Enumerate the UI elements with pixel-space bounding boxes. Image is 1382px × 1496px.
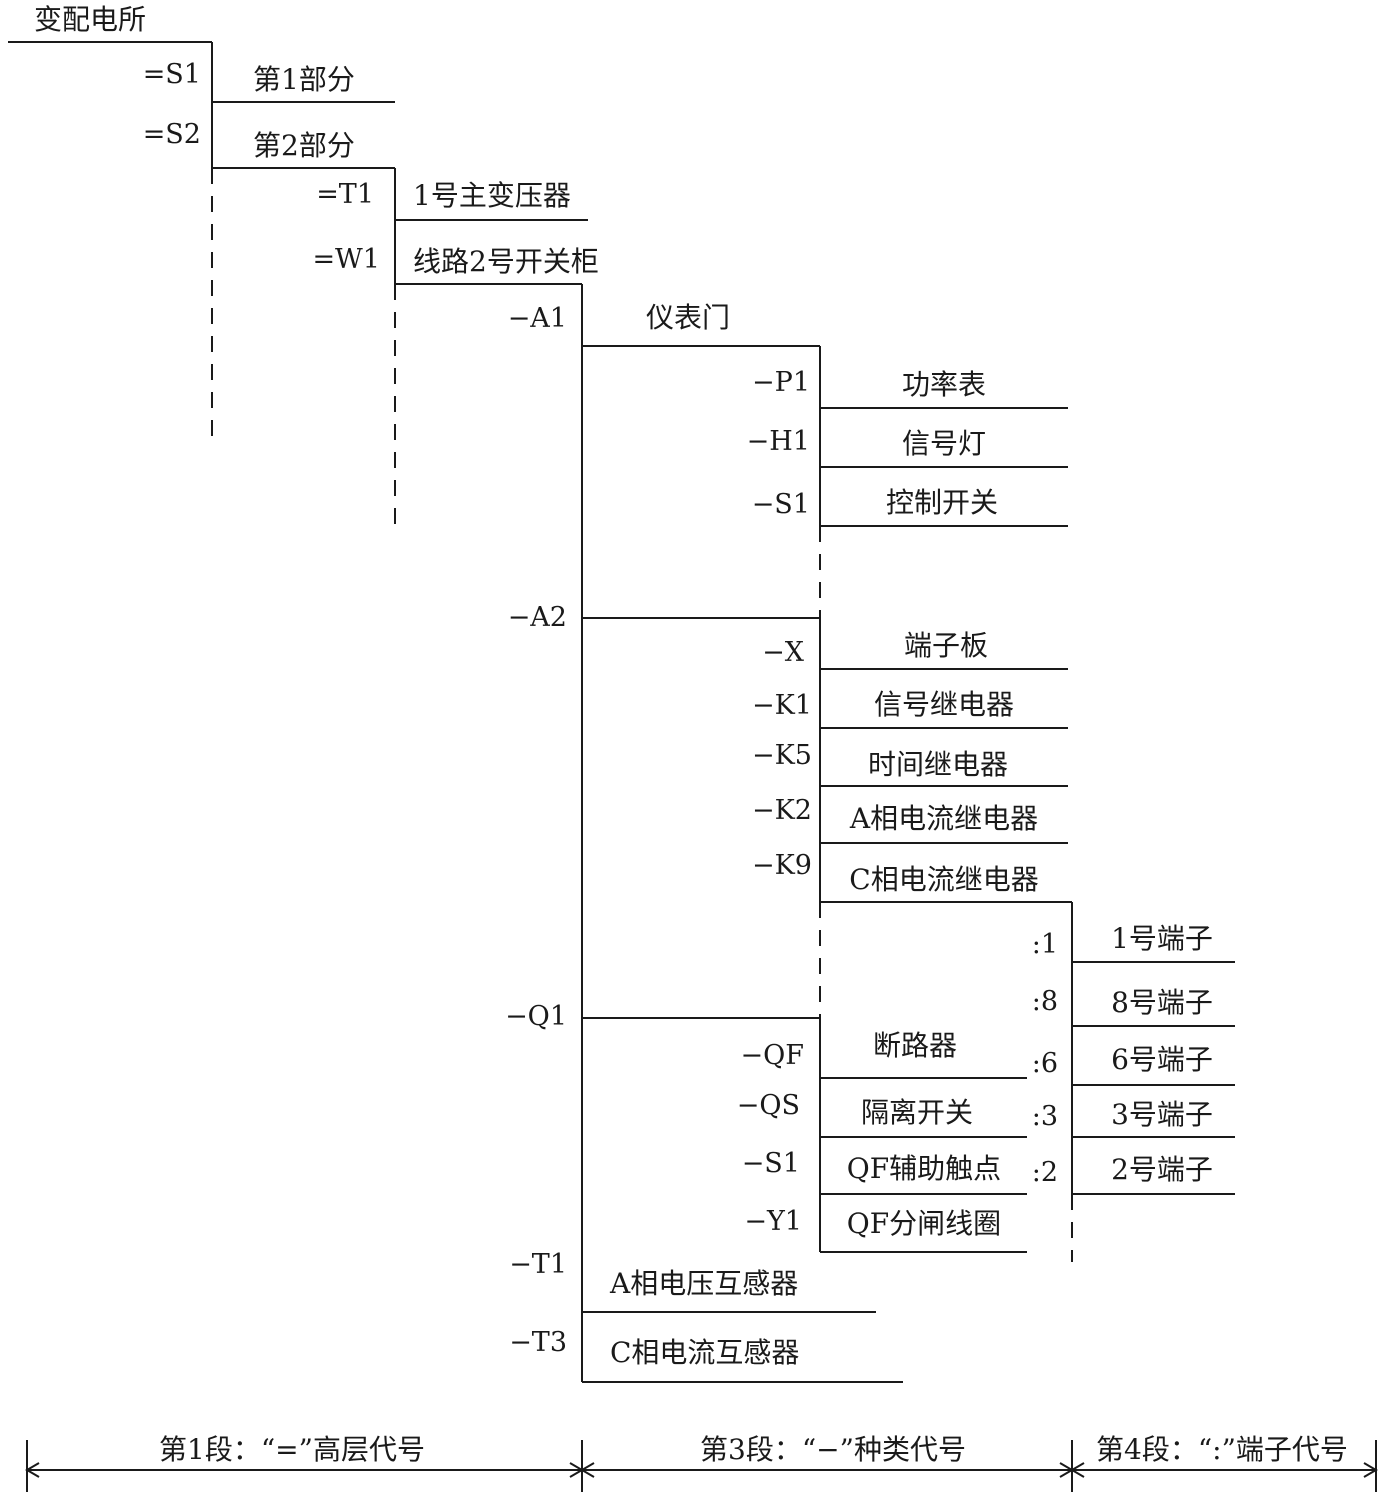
label-qf-aux-contact: QF辅助触点 xyxy=(847,1152,1001,1185)
label-terminal-8: 8号端子 xyxy=(1111,986,1213,1019)
level2-group: =T1 1号主变压器 =W1 线路2号开关柜 xyxy=(312,179,598,278)
code-t3: −T3 xyxy=(509,1327,567,1358)
code-p1: −P1 xyxy=(752,367,810,398)
label-signal-relay: 信号继电器 xyxy=(874,688,1014,721)
code-k1: −K1 xyxy=(752,690,812,721)
code-term1: :1 xyxy=(1032,929,1058,960)
code-k9: −K9 xyxy=(752,850,812,881)
label-terminal-1: 1号端子 xyxy=(1111,922,1213,955)
a1-children: −P1 功率表 −H1 信号灯 −S1 控制开关 xyxy=(747,367,998,520)
connector-lines xyxy=(8,41,1235,1383)
label-terminal-6: 6号端子 xyxy=(1111,1043,1213,1076)
label-signal-lamp: 信号灯 xyxy=(902,427,986,460)
code-s1-control: −S1 xyxy=(752,489,810,520)
code-term8: :8 xyxy=(1032,986,1058,1017)
code-s1-aux: −S1 xyxy=(742,1148,800,1179)
code-term6: :6 xyxy=(1032,1048,1058,1079)
code-s2: =S2 xyxy=(143,119,201,150)
label-main-transformer: 1号主变压器 xyxy=(413,179,571,212)
code-term2: :2 xyxy=(1032,1157,1058,1188)
label-disconnector: 隔离开关 xyxy=(861,1096,973,1129)
arrow-left-seg1 xyxy=(25,1462,40,1478)
segment-1-label: 第1段：“=”高层代号 xyxy=(159,1433,425,1466)
label-circuit-breaker: 断路器 xyxy=(873,1029,957,1062)
label-part2: 第2部分 xyxy=(253,129,355,162)
label-a-current-relay: A相电流继电器 xyxy=(849,802,1038,835)
code-k5: −K5 xyxy=(752,740,812,771)
label-a-voltage-transformer: A相电压互感器 xyxy=(609,1267,798,1300)
level3-group: −A1 仪表门 −A2 −Q1 −T1 A相电压互感器 −T3 C相电流互感器 xyxy=(505,301,799,1369)
code-h1: −H1 xyxy=(747,426,810,457)
code-term3: :3 xyxy=(1032,1101,1058,1132)
label-terminal-2: 2号端子 xyxy=(1111,1153,1213,1186)
code-qf: −QF xyxy=(741,1040,805,1071)
code-w1: =W1 xyxy=(312,244,380,275)
label-time-relay: 时间继电器 xyxy=(868,748,1008,781)
arrow-left-seg3 xyxy=(580,1462,595,1478)
arrow-right-seg4 xyxy=(1363,1462,1378,1478)
arrow-left-seg4 xyxy=(1070,1462,1085,1478)
label-qf-trip-coil: QF分闸线圈 xyxy=(847,1207,1001,1240)
q1-children: −QF 断路器 −QS 隔离开关 −S1 QF辅助触点 −Y1 QF分闸线圈 xyxy=(737,1029,1001,1240)
label-terminal-board: 端子板 xyxy=(904,629,988,662)
a2-children: −X 端子板 −K1 信号继电器 −K5 时间继电器 −K2 A相电流继电器 −… xyxy=(752,629,1039,896)
code-y1: −Y1 xyxy=(744,1206,802,1237)
label-meter-door: 仪表门 xyxy=(646,301,730,334)
label-c-current-relay: C相电流继电器 xyxy=(849,863,1038,896)
code-t1: =T1 xyxy=(316,179,374,210)
segment-scale: 第1段：“=”高层代号 第3段：“−”种类代号 第4段：“:”端子代号 xyxy=(25,1433,1378,1492)
label-switch-cabinet: 线路2号开关柜 xyxy=(413,245,599,278)
level1-group: =S1 第1部分 =S2 第2部分 xyxy=(143,59,355,162)
code-q1: −Q1 xyxy=(505,1001,567,1032)
label-terminal-3: 3号端子 xyxy=(1111,1098,1213,1131)
label-power-meter: 功率表 xyxy=(902,368,986,401)
label-c-current-transformer: C相电流互感器 xyxy=(610,1336,799,1369)
root-label: 变配电所 xyxy=(34,3,146,36)
segment-4-label: 第4段：“:”端子代号 xyxy=(1096,1433,1348,1466)
segment-3-label: 第3段：“−”种类代号 xyxy=(700,1433,966,1466)
code-k2: −K2 xyxy=(752,795,812,826)
terminal-children: :1 1号端子 :8 8号端子 :6 6号端子 :3 3号端子 :2 2号端子 xyxy=(1032,922,1213,1188)
code-a2: −A2 xyxy=(508,602,567,633)
code-a1: −A1 xyxy=(508,303,567,334)
label-control-switch: 控制开关 xyxy=(886,486,998,519)
code-qs: −QS xyxy=(737,1090,800,1121)
code-x: −X xyxy=(762,637,805,668)
label-part1: 第1部分 xyxy=(253,63,355,96)
code-s1: =S1 xyxy=(143,59,201,90)
code-t1-level3: −T1 xyxy=(509,1249,567,1280)
